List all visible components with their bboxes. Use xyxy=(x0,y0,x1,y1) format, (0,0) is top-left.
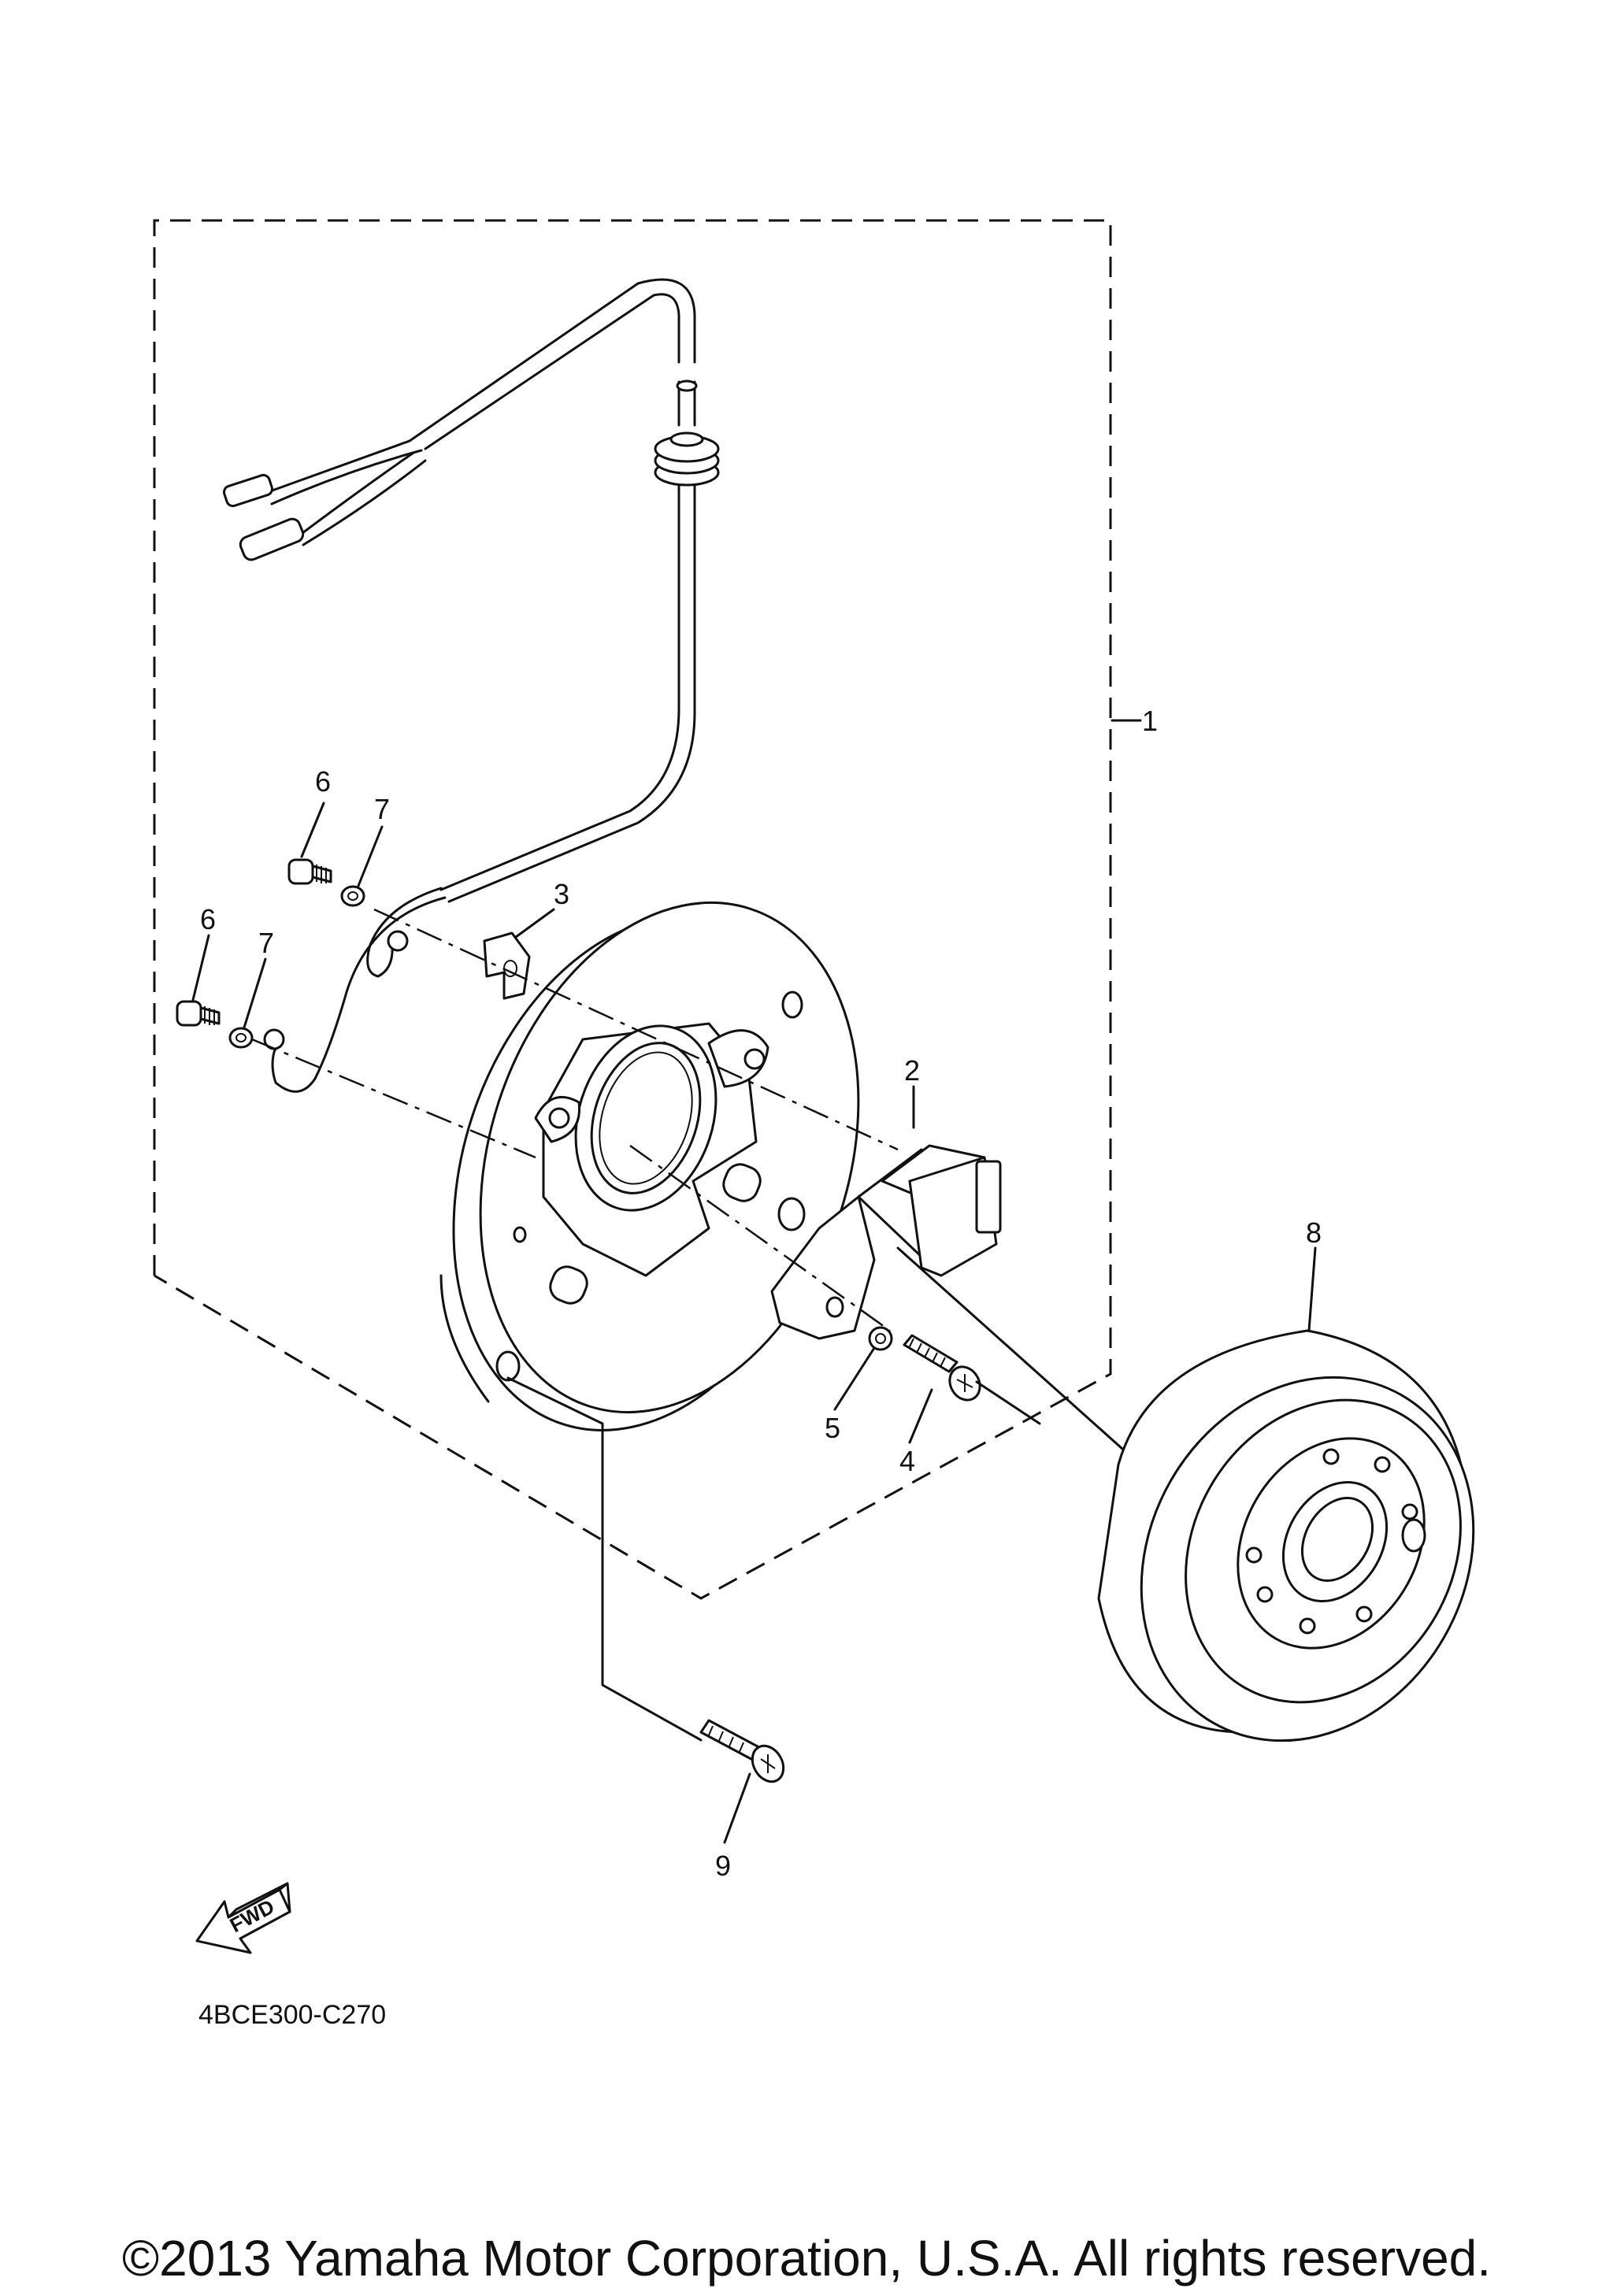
assembly-boundary xyxy=(153,219,1112,1600)
callout-leader-7-upper xyxy=(357,825,384,887)
callout-4: 4 xyxy=(899,1445,915,1477)
screw-4 xyxy=(903,1334,981,1402)
callout-7-upper: 7 xyxy=(374,793,390,825)
clamp-3 xyxy=(483,931,531,1000)
callout-2: 2 xyxy=(904,1054,920,1087)
screw-6-upper xyxy=(287,858,332,885)
flywheel-rotor-8 xyxy=(1097,1329,1475,1742)
screw-9 xyxy=(699,1719,785,1783)
callout-leader-7-lower xyxy=(243,957,267,1029)
callout-leader-5 xyxy=(833,1346,876,1411)
washer-7-lower xyxy=(228,1027,254,1049)
fwd-arrow-icon: FWD xyxy=(195,1882,291,1954)
wire-harness xyxy=(223,278,720,1093)
callout-leader-4 xyxy=(908,1388,933,1444)
callout-6-upper: 6 xyxy=(315,765,331,798)
screw-6-lower xyxy=(176,1000,221,1027)
callout-9: 9 xyxy=(715,1850,731,1882)
stator-plate xyxy=(439,901,860,1431)
callout-leader-9 xyxy=(723,1772,751,1844)
washer-5 xyxy=(868,1326,893,1351)
copyright-notice: ©2013 Yamaha Motor Corporation, U.S.A. A… xyxy=(122,2230,1491,2287)
callout-3: 3 xyxy=(554,878,569,910)
callout-7-lower: 7 xyxy=(258,927,274,959)
callout-6-lower: 6 xyxy=(200,903,216,935)
callout-leader-6-lower xyxy=(191,934,210,1002)
callout-leader-3 xyxy=(514,908,555,939)
callout-8: 8 xyxy=(1306,1217,1322,1249)
washer-7-upper xyxy=(340,885,365,907)
callout-1: 1 xyxy=(1142,705,1158,737)
callout-leader-6-upper xyxy=(300,802,325,858)
callout-leader-8 xyxy=(1307,1246,1317,1332)
diagram-code: 4BCE300-C270 xyxy=(198,2000,386,2030)
pickup-coil-2 xyxy=(770,1144,1002,1340)
callout-5: 5 xyxy=(825,1412,840,1444)
